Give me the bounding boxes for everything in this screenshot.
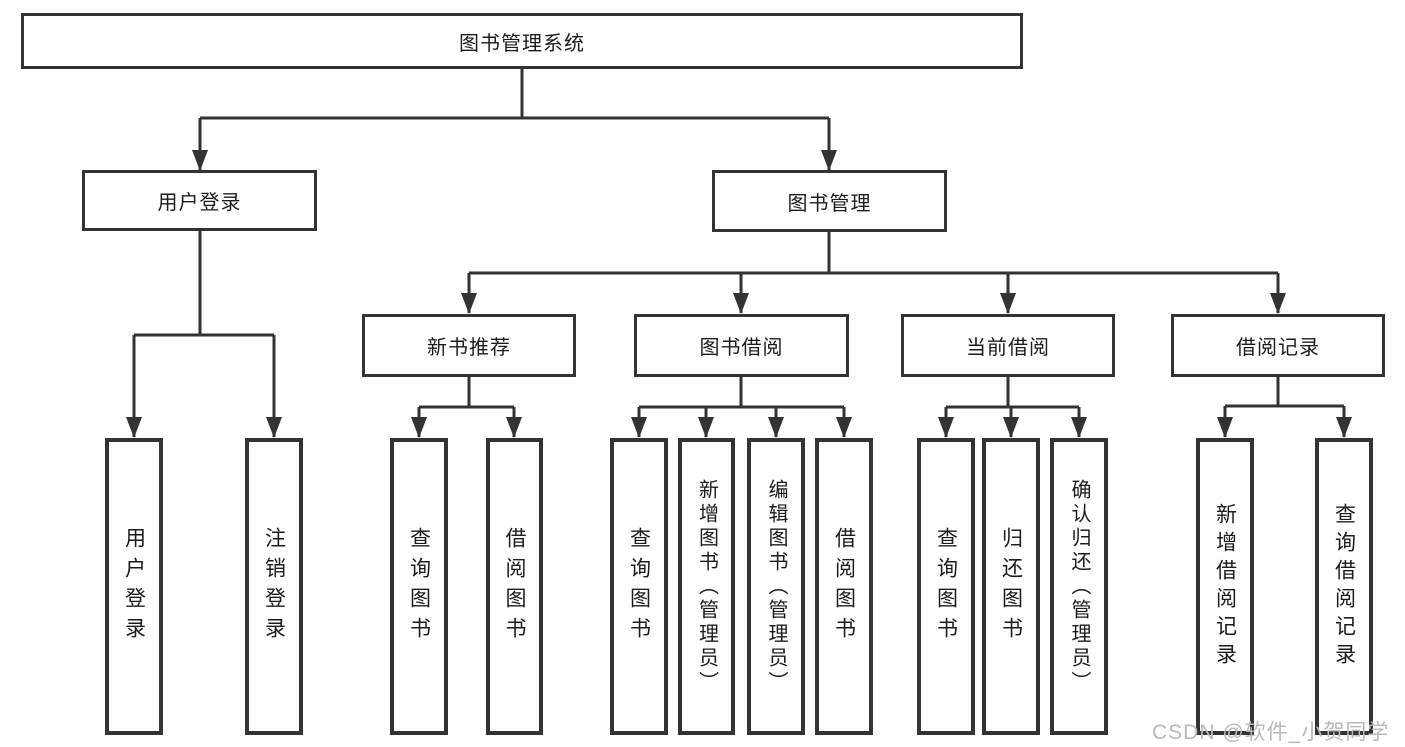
leaf-borrow-query-books: 查询图书 (610, 438, 668, 735)
leaf-borrow-add-books-admin: 新增图书（管理员） (678, 438, 735, 735)
leaf-newbook-borrow-books: 借阅图书 (486, 438, 543, 735)
node-user-login: 用户登录 (82, 170, 317, 231)
node-current-borrow: 当前借阅 (901, 314, 1115, 377)
leaf-current-query-books: 查询图书 (917, 438, 975, 735)
node-new-book-recommend: 新书推荐 (362, 314, 576, 377)
leaf-records-query-record: 查询借阅记录 (1315, 438, 1373, 735)
leaf-user-login: 用户登录 (105, 438, 163, 735)
csdn-watermark: CSDN @软件_小贺同学 (1152, 721, 1390, 744)
leaf-current-return-books: 归还图书 (982, 438, 1040, 735)
node-root-system: 图书管理系统 (21, 13, 1023, 69)
node-borrow-records: 借阅记录 (1171, 314, 1385, 377)
leaf-logout: 注销登录 (245, 438, 303, 735)
leaf-current-confirm-return-admin: 确认归还（管理员） (1050, 438, 1108, 735)
leaf-newbook-query-books: 查询图书 (390, 438, 448, 735)
arrowheads (126, 150, 1352, 438)
node-book-borrow: 图书借阅 (634, 314, 849, 377)
leaf-borrow-borrow-books: 借阅图书 (815, 438, 873, 735)
leaf-borrow-edit-books-admin: 编辑图书（管理员） (747, 438, 805, 735)
node-book-management: 图书管理 (712, 170, 947, 232)
leaf-records-add-record: 新增借阅记录 (1196, 438, 1254, 735)
